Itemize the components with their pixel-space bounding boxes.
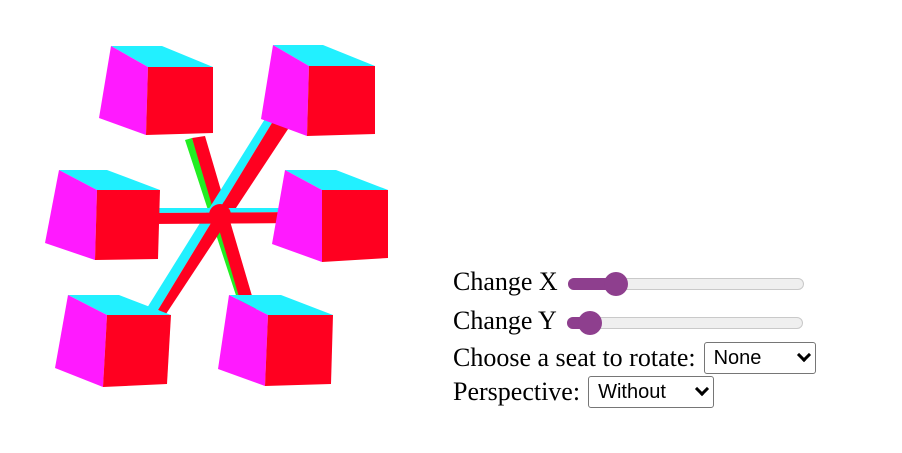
chevron-down-icon xyxy=(796,347,811,363)
perspective-label: Perspective: xyxy=(453,377,581,406)
seat-cube-middle-right[interactable] xyxy=(272,170,388,262)
change-x-slider[interactable] xyxy=(567,272,804,296)
slider-track xyxy=(566,317,803,329)
seat-cube-middle-left[interactable] xyxy=(45,170,160,260)
controls-panel: Change X Change Y Choose a seat to rotat… xyxy=(453,264,816,410)
seat-row: Choose a seat to rotate: None xyxy=(453,342,816,374)
perspective-select-value: Without xyxy=(598,380,666,403)
wheel-hub xyxy=(209,204,231,226)
change-y-label: Change Y xyxy=(453,306,557,335)
arm-diagonal-right-red xyxy=(158,90,294,314)
arm-diagonal-left-red xyxy=(192,136,262,334)
change-y-row: Change Y xyxy=(453,300,816,342)
seat-cube-bottom-right[interactable] xyxy=(218,295,333,386)
change-x-label: Change X xyxy=(453,267,558,296)
seat-cube-top-right[interactable] xyxy=(261,45,375,136)
change-y-slider[interactable] xyxy=(566,311,803,335)
seat-select-value: None xyxy=(713,346,762,369)
perspective-row: Perspective: Without xyxy=(453,374,816,410)
perspective-select[interactable]: Without xyxy=(588,376,715,408)
slider-thumb[interactable] xyxy=(577,311,602,335)
change-x-row: Change X xyxy=(453,264,816,300)
wheel-arms xyxy=(140,90,305,334)
seat-cube-top-left[interactable] xyxy=(99,46,213,135)
seat-label: Choose a seat to rotate: xyxy=(453,343,696,372)
seat-select[interactable]: None xyxy=(703,342,816,374)
arm-diagonal-right-cyan xyxy=(147,90,292,310)
seat-cube-bottom-left[interactable] xyxy=(55,295,171,387)
slider-thumb[interactable] xyxy=(603,272,628,296)
chevron-down-icon xyxy=(695,381,710,397)
ferris-wheel-canvas[interactable] xyxy=(0,0,440,453)
